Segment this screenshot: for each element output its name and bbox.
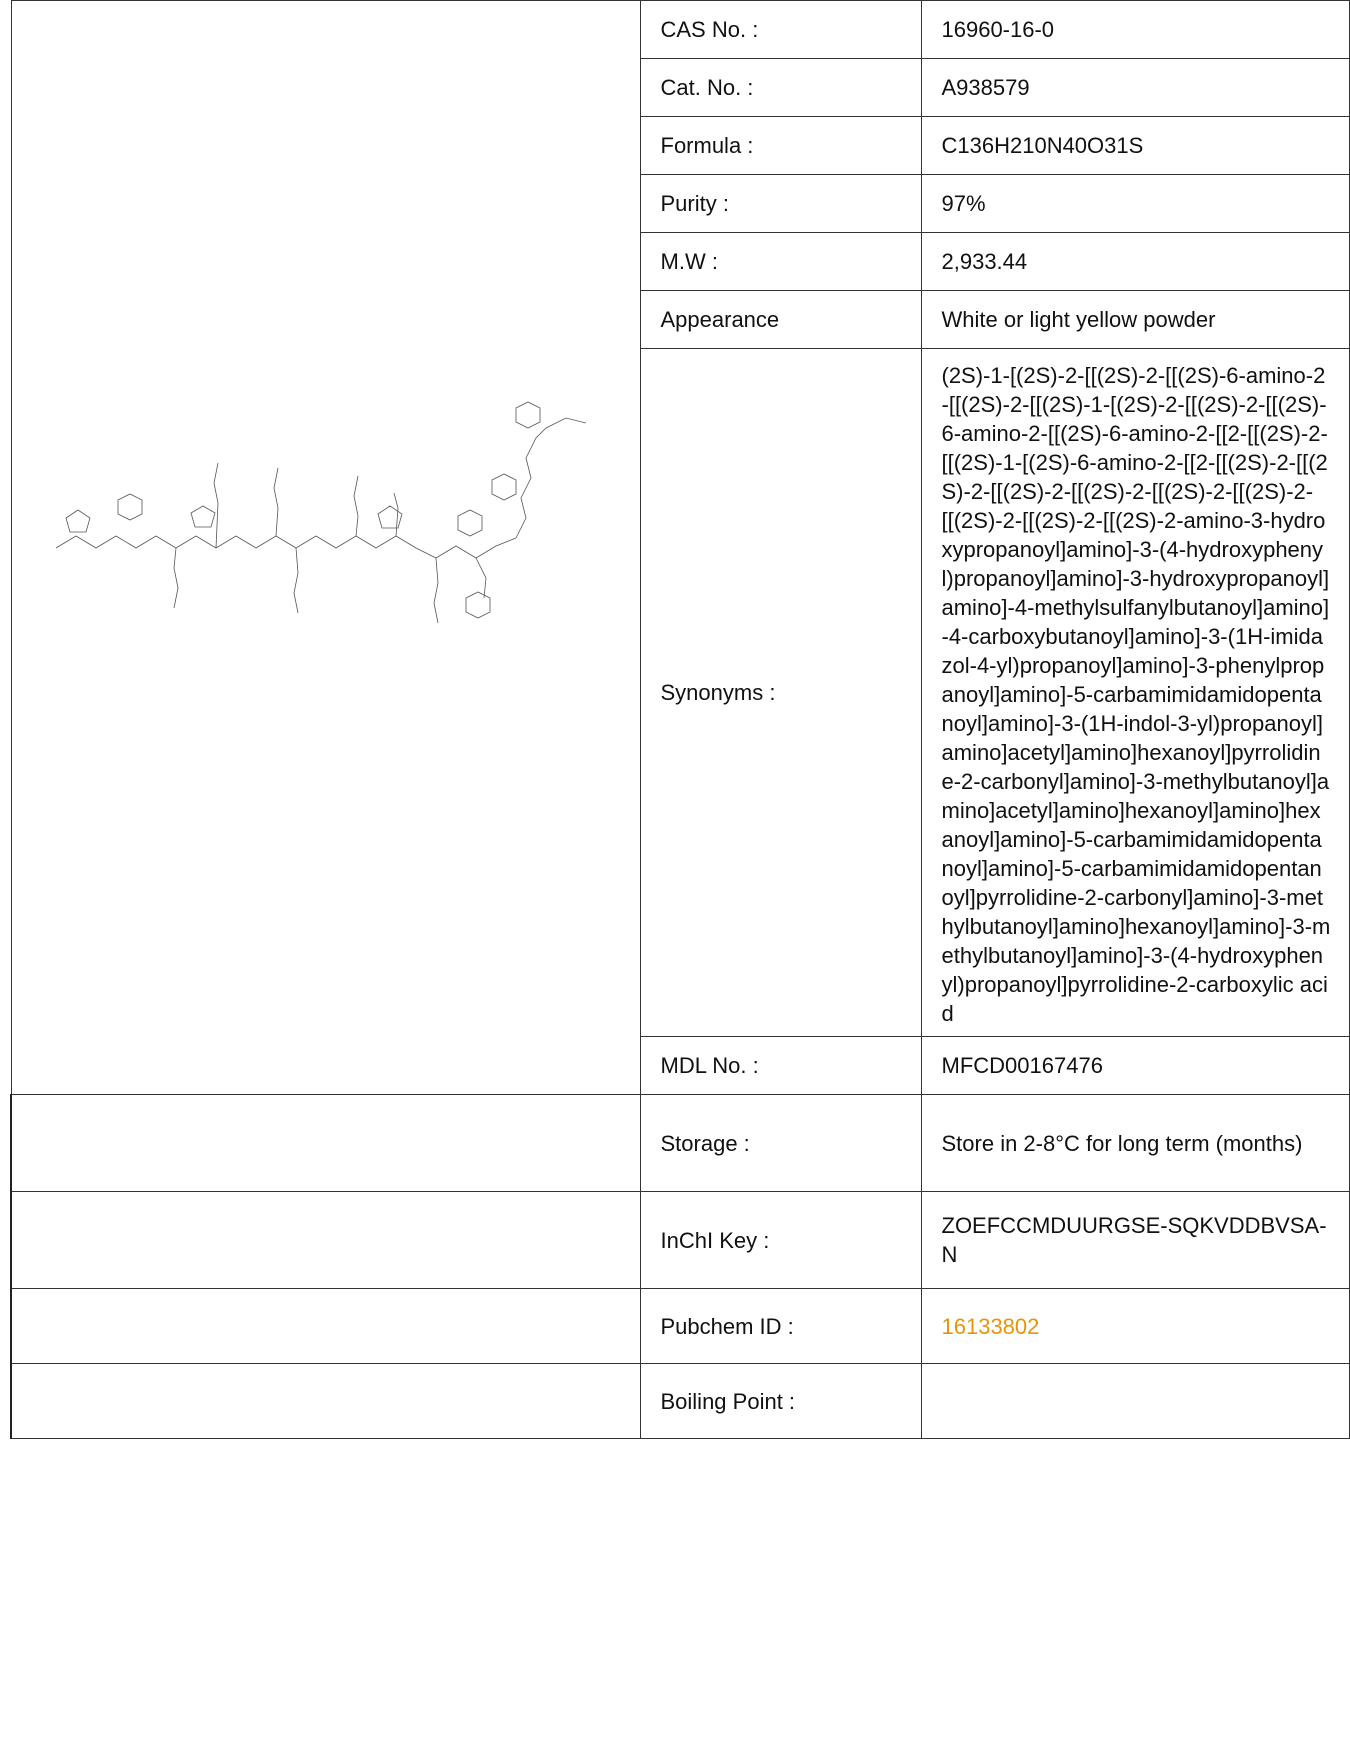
purity-value: 97%: [920, 174, 1350, 233]
empty-left-cell: [10, 1094, 641, 1192]
storage-value: Store in 2-8°C for long term (months): [941, 1130, 1303, 1156]
storage-label: Storage :: [639, 1094, 922, 1192]
row-storage: Storage : Store in 2-8°C for long term (…: [10, 1094, 1350, 1192]
row-appearance: Appearance White or light yellow powder: [11, 290, 1350, 349]
row-boiling: Boiling Point :: [10, 1363, 1350, 1439]
synonyms-value: (2S)-1-[(2S)-2-[[(2S)-2-[[(2S)-6-amino-2…: [941, 363, 1331, 1026]
product-sheet: CAS No. : 16960-16-0 Cat. No. : A938579 …: [10, 0, 1350, 1753]
cat-value: A938579: [920, 58, 1350, 117]
row-cas: CAS No. : 16960-16-0: [10, 0, 1350, 1095]
pubchem-link[interactable]: 16133802: [941, 1313, 1040, 1339]
appearance-value: White or light yellow powder: [920, 290, 1350, 349]
cas-label: CAS No. :: [639, 0, 922, 59]
inchi-value: ZOEFCCMDUURGSE-SQKVDDBVSA-N: [941, 1213, 1327, 1267]
row-purity: Purity : 97%: [11, 174, 1350, 233]
inchi-label: InChI Key :: [639, 1191, 922, 1289]
purity-label: Purity :: [639, 174, 922, 233]
empty-left-cell: [10, 1288, 641, 1364]
row-cat: Cat. No. : A938579: [11, 58, 1350, 117]
empty-left-cell: [10, 1363, 641, 1439]
molecule-structure-image: [55, 401, 586, 623]
pubchem-label: Pubchem ID :: [639, 1288, 922, 1364]
mdl-value: MFCD00167476: [920, 1036, 1350, 1095]
mdl-label: MDL No. :: [639, 1036, 922, 1095]
mw-label: M.W :: [639, 232, 922, 291]
pubchem-cell: 16133802: [920, 1288, 1350, 1364]
cat-label: Cat. No. :: [639, 58, 922, 117]
inchi-cell: ZOEFCCMDUURGSE-SQKVDDBVSA-N: [920, 1191, 1350, 1289]
empty-left-cell: [10, 1191, 641, 1289]
synonyms-cell: (2S)-1-[(2S)-2-[[(2S)-2-[[(2S)-6-amino-2…: [920, 348, 1350, 1037]
boiling-value: [920, 1363, 1350, 1439]
appearance-label: Appearance: [639, 290, 922, 349]
row-mdl: MDL No. : MFCD00167476: [11, 1036, 1350, 1095]
properties-table: CAS No. : 16960-16-0 Cat. No. : A938579 …: [10, 0, 1350, 1439]
structure-image-cell: [10, 0, 641, 1095]
storage-cell: Store in 2-8°C for long term (months): [920, 1094, 1350, 1192]
formula-value: C136H210N40O31S: [920, 116, 1350, 175]
row-pubchem: Pubchem ID : 16133802: [10, 1288, 1350, 1364]
synonyms-label: Synonyms :: [639, 348, 922, 1037]
mw-value: 2,933.44: [920, 232, 1350, 291]
boiling-label: Boiling Point :: [639, 1363, 922, 1439]
row-synonyms: Synonyms : (2S)-1-[(2S)-2-[[(2S)-2-[[(2S…: [11, 348, 1350, 1037]
cas-value: 16960-16-0: [920, 0, 1350, 59]
row-inchi: InChI Key : ZOEFCCMDUURGSE-SQKVDDBVSA-N: [10, 1191, 1350, 1289]
formula-label: Formula :: [639, 116, 922, 175]
